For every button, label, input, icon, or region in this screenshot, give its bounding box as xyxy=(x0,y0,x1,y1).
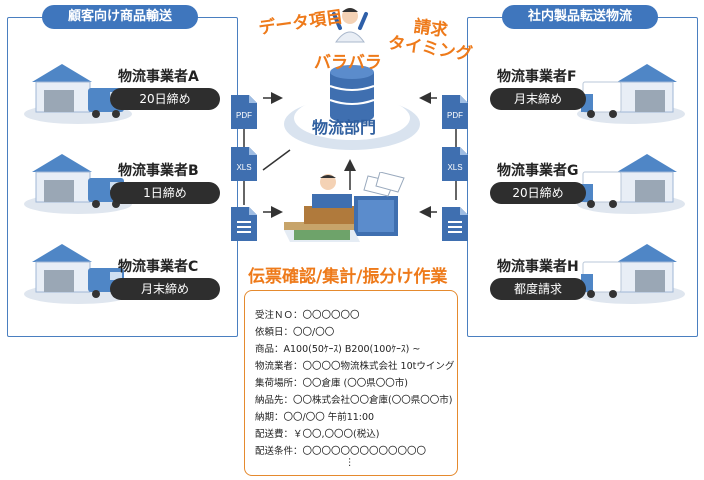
slip-line: 依頼日：〇〇/〇〇 xyxy=(255,327,335,338)
pdf-doc-label: PDF xyxy=(447,111,463,120)
cutoff-badge: 都度請求 xyxy=(490,278,586,300)
warehouse-truck-icon xyxy=(577,244,685,304)
warehouse-truck-icon xyxy=(577,154,685,214)
slip-line: 納期：〇〇/〇〇 午前11:00 xyxy=(255,412,375,423)
confused-person-icon xyxy=(332,8,368,43)
company-name: 物流事業者B xyxy=(118,163,199,179)
work-label: 伝票確認/集計/振分け作業 xyxy=(248,267,448,287)
warehouse-truck-icon xyxy=(24,64,132,124)
pdf-doc-label: PDF xyxy=(236,111,252,120)
company-name: 物流事業者C xyxy=(118,259,199,275)
warehouse-truck-icon xyxy=(24,244,132,304)
text-document-icon xyxy=(442,207,468,241)
database-icon xyxy=(284,65,420,150)
text-document-icon xyxy=(231,207,257,241)
company-name: 物流事業者G xyxy=(497,163,579,179)
xls-document-icon: XLS xyxy=(231,147,257,181)
pdf-document-icon: PDF xyxy=(231,95,257,129)
company-name: 物流事業者A xyxy=(118,69,199,85)
cutoff-badge: 月末締め xyxy=(110,278,220,300)
department-label: 物流部門 xyxy=(312,118,377,137)
xls-doc-label: XLS xyxy=(236,163,251,172)
pdf-document-icon: PDF xyxy=(442,95,468,129)
slip-ellipsis: ⋮ xyxy=(345,457,355,468)
slip-line: 納品先：〇〇株式会社〇〇倉庫(〇〇県〇〇市) xyxy=(255,395,453,406)
slip-line: 配送費：￥〇〇,〇〇〇(税込) xyxy=(255,429,380,440)
worker-at-desk-icon xyxy=(284,172,405,242)
xls-document-icon: XLS xyxy=(442,147,468,181)
company-name: 物流事業者H xyxy=(497,259,579,275)
scattered-label: バラバラ xyxy=(314,53,382,73)
left-panel-title: 顧客向け商品輸送 xyxy=(42,5,198,29)
cutoff-badge: 月末締め xyxy=(490,88,586,110)
slip-line: 商品：A100(50ｹｰｽ) B200(100ｹｰｽ) ~ xyxy=(255,344,421,355)
slip-line: 配送条件：〇〇〇〇〇〇〇〇〇〇〇〇〇 xyxy=(255,446,427,457)
company-name: 物流事業者F xyxy=(497,69,577,85)
cutoff-badge: 20日締め xyxy=(110,88,220,110)
slip-line: 集荷場所：〇〇倉庫 (〇〇県〇〇市) xyxy=(255,378,408,389)
right-panel-title: 社内製品転送物流 xyxy=(502,5,658,29)
warehouse-truck-icon xyxy=(577,64,685,124)
cutoff-badge: 1日締め xyxy=(110,182,220,204)
shipping-slip: 受注ＮＯ：〇〇〇〇〇〇 依頼日：〇〇/〇〇 商品：A100(50ｹｰｽ) B20… xyxy=(244,290,458,476)
slip-line: 物流業者：〇〇〇〇物流株式会社 10tウイング xyxy=(255,361,455,372)
cutoff-badge: 20日締め xyxy=(490,182,586,204)
xls-doc-label: XLS xyxy=(447,163,462,172)
slip-line: 受注ＮＯ：〇〇〇〇〇〇 xyxy=(255,310,360,321)
